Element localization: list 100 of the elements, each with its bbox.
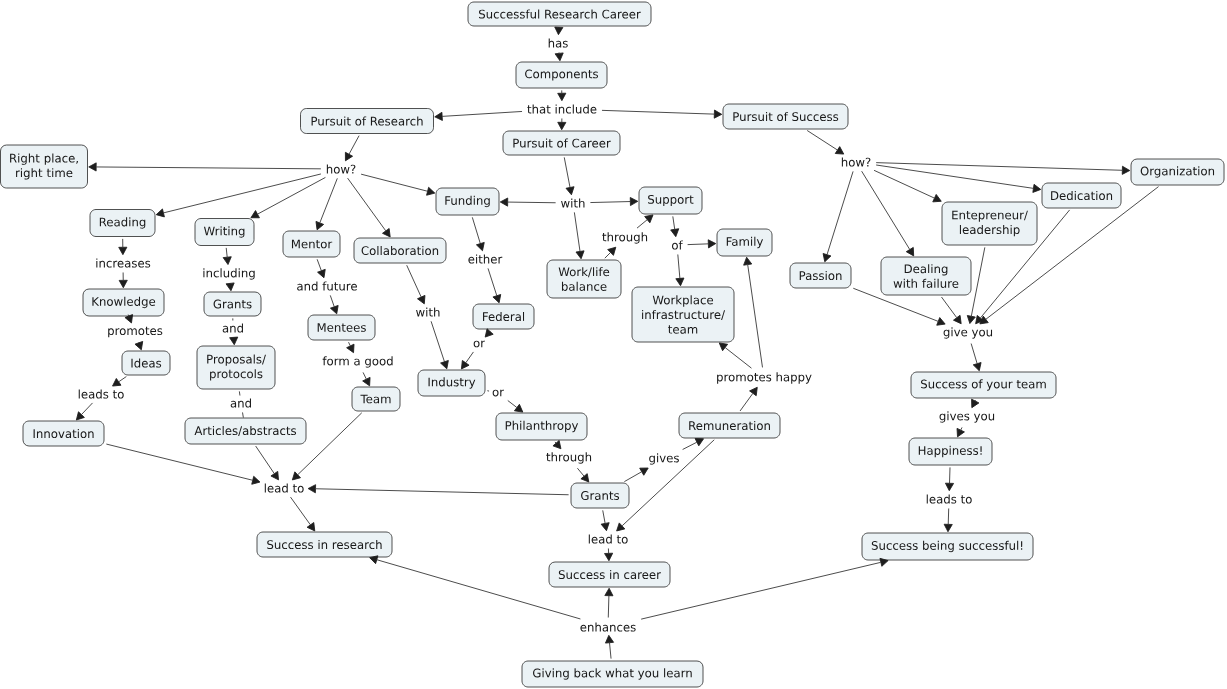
concept-box: Happiness! bbox=[908, 437, 993, 466]
arrow bbox=[134, 341, 144, 351]
arrow bbox=[675, 254, 685, 287]
arrow bbox=[369, 555, 581, 620]
connector-line bbox=[232, 318, 234, 321]
concept-box: Components bbox=[515, 61, 608, 89]
arrow bbox=[118, 238, 128, 256]
arrow bbox=[471, 216, 485, 252]
arrow bbox=[507, 400, 524, 413]
linking-phrase: through bbox=[602, 232, 648, 244]
concept-box: Proposals/ protocols bbox=[196, 345, 276, 390]
arrow bbox=[461, 351, 474, 370]
arrow bbox=[873, 169, 942, 203]
concept-box: Ideas bbox=[121, 350, 171, 376]
arrow bbox=[604, 587, 614, 618]
arrow bbox=[316, 258, 326, 279]
arrow bbox=[616, 439, 715, 532]
concept-box: Pursuit of Research bbox=[300, 108, 434, 134]
linking-phrase: give you bbox=[943, 327, 993, 339]
arrow bbox=[971, 398, 980, 409]
linking-phrase: either bbox=[468, 254, 503, 264]
arrow bbox=[255, 445, 279, 481]
arrow bbox=[484, 328, 494, 338]
concept-box: Philanthropy bbox=[495, 412, 588, 441]
arrow bbox=[434, 111, 523, 121]
arrow bbox=[250, 177, 326, 219]
concept-box: Pursuit of Success bbox=[722, 103, 849, 130]
arrow bbox=[75, 402, 93, 421]
arrow bbox=[945, 467, 954, 492]
arrow bbox=[499, 197, 557, 207]
connector-line bbox=[486, 390, 490, 392]
arrow bbox=[956, 427, 965, 438]
arrow bbox=[739, 386, 758, 412]
concept-box: Family bbox=[716, 228, 773, 257]
arrow bbox=[552, 440, 562, 450]
concept-box: Work/life balance bbox=[546, 259, 622, 299]
arrow bbox=[345, 135, 360, 162]
linking-phrase: and bbox=[230, 398, 251, 408]
arrow bbox=[979, 186, 1159, 325]
concept-box: Funding bbox=[435, 187, 500, 216]
arrow bbox=[682, 438, 704, 450]
connector-line bbox=[242, 412, 244, 418]
linking-phrase: how? bbox=[326, 164, 356, 174]
concept-box: Pursuit of Career bbox=[502, 130, 621, 156]
arrow bbox=[346, 341, 355, 354]
arrow bbox=[315, 177, 338, 231]
arrow bbox=[852, 287, 946, 326]
concept-box: Innovation bbox=[22, 420, 105, 447]
concept-box: Mentees bbox=[307, 314, 376, 341]
linking-phrase: with bbox=[561, 198, 585, 208]
arrow bbox=[118, 272, 128, 289]
concept-box: Success in career bbox=[548, 561, 671, 588]
arrow bbox=[554, 52, 564, 62]
linking-phrase: lead to bbox=[588, 534, 628, 544]
concept-box: Organization bbox=[1130, 158, 1225, 186]
concept-box: Success of your team bbox=[910, 371, 1057, 399]
arrow bbox=[112, 376, 127, 387]
linking-phrase: form a good bbox=[322, 356, 393, 368]
arrow bbox=[88, 162, 322, 172]
linking-phrase: has bbox=[548, 38, 568, 48]
arrow bbox=[975, 209, 1070, 325]
arrow bbox=[966, 246, 986, 324]
arrow bbox=[601, 109, 723, 119]
arrow bbox=[605, 634, 614, 659]
arrow bbox=[604, 246, 617, 259]
concept-box: Successful Research Career bbox=[467, 1, 652, 27]
arrow bbox=[604, 548, 614, 562]
linking-phrase: increases bbox=[96, 258, 151, 268]
concept-box: Success in research bbox=[256, 531, 393, 558]
arrow bbox=[360, 173, 436, 196]
arrow bbox=[600, 509, 610, 532]
linking-phrase: with bbox=[416, 307, 440, 317]
linking-phrase: and bbox=[222, 323, 243, 333]
linking-phrase: gives bbox=[649, 453, 679, 465]
arrow bbox=[290, 496, 316, 532]
arrow bbox=[875, 164, 1042, 193]
arrow bbox=[943, 508, 953, 533]
arrow bbox=[875, 162, 1131, 175]
arrow bbox=[430, 320, 449, 370]
arrow bbox=[229, 336, 239, 346]
concept-box: Dedication bbox=[1041, 182, 1122, 209]
arrow bbox=[822, 171, 854, 263]
connector-line bbox=[238, 391, 241, 396]
linking-phrase: through bbox=[546, 452, 592, 464]
concept-box: Writing bbox=[194, 218, 255, 246]
concept-box: Success being successful! bbox=[861, 532, 1034, 561]
concept-box: Right place, right time bbox=[0, 144, 88, 189]
linking-phrase: leads to bbox=[78, 389, 124, 399]
concept-box: Giving back what you learn bbox=[521, 660, 704, 688]
arrow bbox=[687, 239, 717, 249]
arrow bbox=[577, 467, 590, 483]
linking-phrase: lead to bbox=[264, 483, 304, 493]
arrow bbox=[225, 282, 235, 292]
linking-phrase: gives you bbox=[939, 411, 995, 423]
arrow bbox=[124, 314, 133, 324]
concept-box: Grants bbox=[203, 291, 262, 317]
concept-box: Support bbox=[638, 186, 703, 215]
linking-phrase: enhances bbox=[580, 622, 636, 632]
concept-box: Entepreneur/ leadership bbox=[941, 201, 1038, 246]
arrow bbox=[557, 118, 567, 131]
